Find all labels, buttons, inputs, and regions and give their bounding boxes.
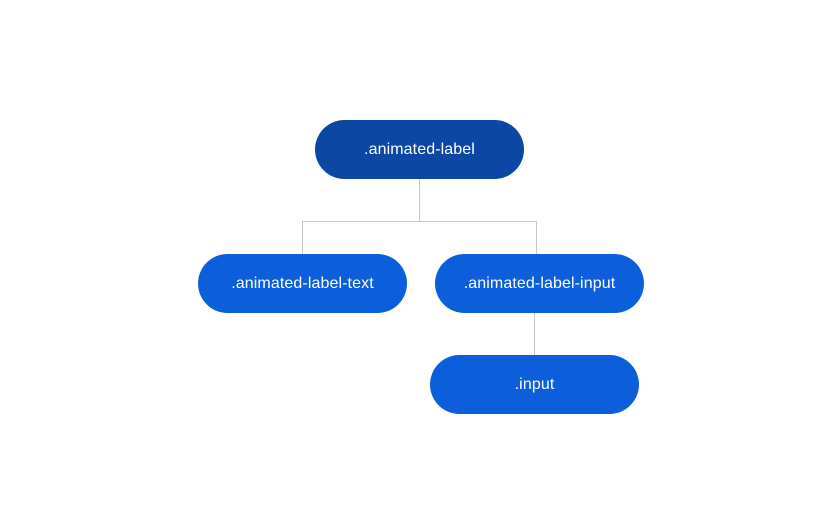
node-label: .animated-label	[364, 140, 475, 158]
edge-root-to-text	[302, 179, 420, 254]
node-input: .input	[430, 355, 639, 414]
node-animated-label-text: .animated-label-text	[198, 254, 407, 313]
node-animated-label-input: .animated-label-input	[435, 254, 644, 313]
node-label: .animated-label-input	[463, 274, 616, 292]
node-label: .input	[514, 375, 555, 393]
edge-root-to-input-wrap	[419, 221, 537, 254]
node-label: .animated-label-text	[231, 274, 374, 292]
node-animated-label: .animated-label	[315, 120, 524, 179]
